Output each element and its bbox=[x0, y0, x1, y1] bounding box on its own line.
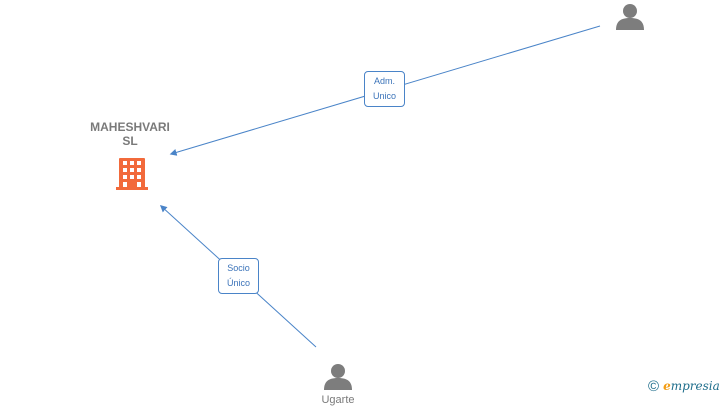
edge-label-line2: Unico bbox=[372, 91, 396, 101]
brand-initial: e bbox=[663, 379, 671, 393]
edge-label-line2: Único bbox=[226, 278, 250, 288]
edge-label-line1: Adm. bbox=[373, 76, 395, 86]
company-name[interactable]: MAHESHVARI SL bbox=[70, 120, 190, 148]
edge-label-socio[interactable]: Socio Único bbox=[218, 258, 259, 294]
person-icon[interactable] bbox=[324, 364, 352, 390]
person-name-bottom[interactable]: Ugarte bbox=[321, 394, 355, 406]
edge-label-line1: Socio bbox=[227, 263, 250, 273]
brand-name-rest: mpresia bbox=[670, 379, 720, 393]
person-icon[interactable] bbox=[616, 4, 644, 30]
building-icon[interactable] bbox=[116, 158, 148, 190]
brand-logo: ©empresia bbox=[648, 378, 720, 398]
copyright-symbol: © bbox=[648, 378, 660, 395]
edge-label-adm[interactable]: Adm. Unico bbox=[364, 71, 405, 107]
company-name-line2: SL bbox=[122, 134, 138, 148]
company-name-line1: MAHESHVARI bbox=[90, 120, 170, 134]
